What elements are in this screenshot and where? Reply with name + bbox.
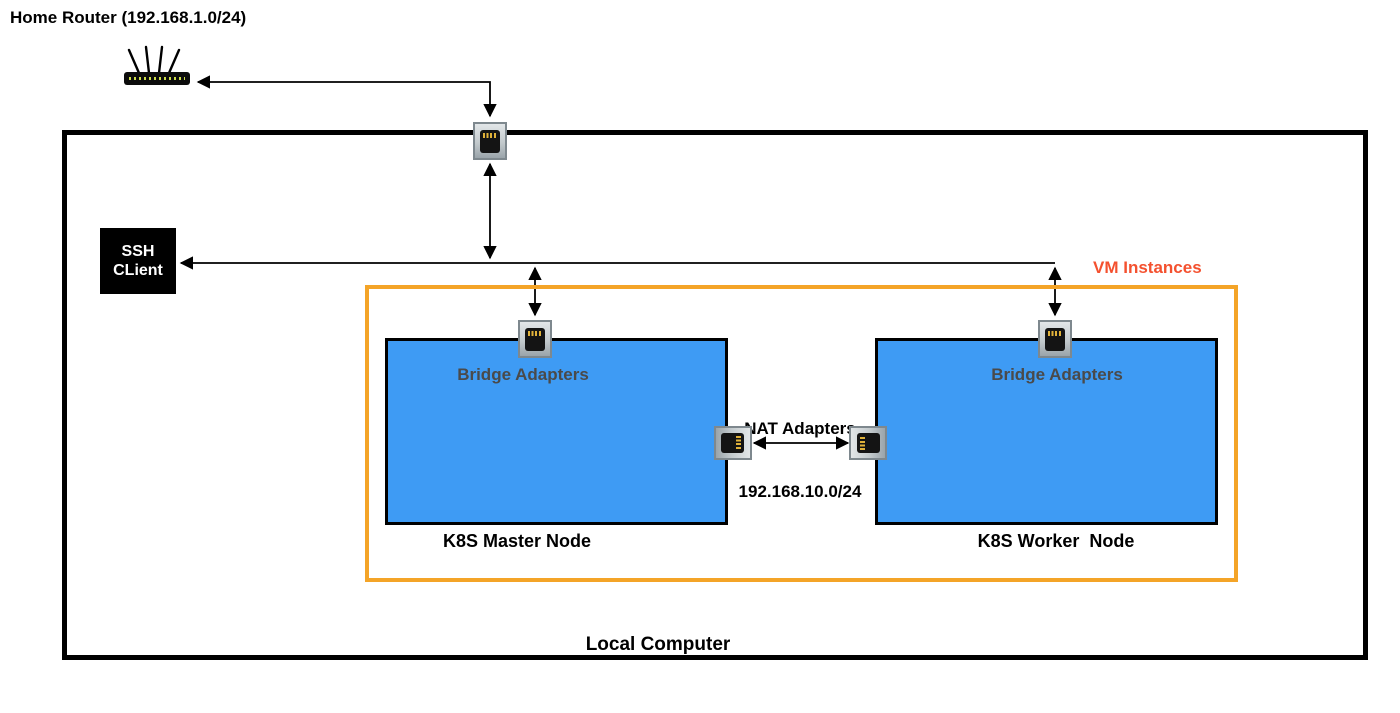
worker-bridge-port-icon: [1038, 320, 1072, 358]
nat-adapters-subnet: 192.168.10.0/24: [738, 482, 862, 501]
k8s-worker-node-label: K8S Worker Node: [977, 531, 1135, 551]
nat-adapters-label: NAT Adapters 192.168.10.0/24: [718, 376, 882, 544]
rj45-jack-icon: [525, 327, 545, 351]
master-bridge-port-icon: [518, 320, 552, 358]
ssh-client-box: SSH CLient: [100, 228, 176, 294]
k8s-master-node-box: [385, 338, 728, 525]
wifi-router-icon: [122, 44, 194, 90]
local-computer-label: Local Computer: [585, 634, 731, 655]
vm-instances-box: [365, 285, 1238, 582]
master-bridge-adapters-label: Bridge Adapters: [457, 365, 589, 384]
host-ethernet-port-icon: [473, 122, 507, 160]
link-router-to-host-port: [196, 75, 497, 118]
ssh-client-label-line1: SSH: [121, 243, 155, 260]
nat-adapters-title: NAT Adapters: [744, 419, 856, 438]
master-nat-port-icon: [714, 426, 752, 460]
worker-nat-port-icon: [849, 426, 887, 460]
rj45-jack-icon: [721, 433, 745, 453]
vm-instances-label: VM Instances: [1093, 258, 1202, 277]
k8s-master-node-label: K8S Master Node: [442, 531, 592, 551]
rj45-jack-icon: [856, 433, 880, 453]
home-router-label: Home Router (192.168.1.0/24): [10, 8, 247, 27]
rj45-jack-icon: [1045, 327, 1065, 351]
local-computer-box: [62, 130, 1368, 660]
rj45-jack-icon: [480, 129, 500, 153]
ssh-client-label-line2: CLient: [113, 262, 163, 279]
worker-bridge-adapters-label: Bridge Adapters: [991, 365, 1123, 384]
